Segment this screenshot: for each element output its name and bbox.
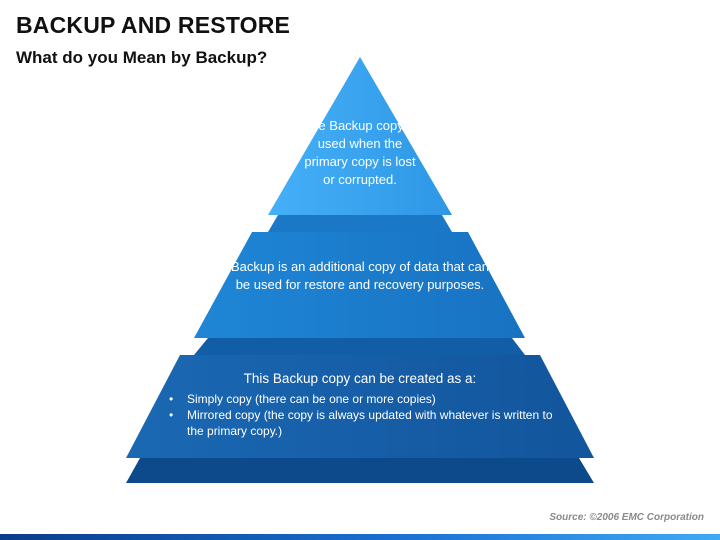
pyramid-tier-1 bbox=[268, 57, 452, 215]
page-title: BACKUP AND RESTORE bbox=[16, 12, 291, 38]
tier-1-text: The Backup copy is used when the primary… bbox=[303, 118, 417, 187]
pyramid-tier-3 bbox=[126, 355, 594, 458]
tier-3-lead: This Backup copy can be created as a: bbox=[243, 371, 477, 386]
pyramid-tier-3-base bbox=[126, 458, 594, 483]
bullet-item: • Mirrored copy (the copy is always updat… bbox=[165, 407, 555, 439]
bullet-dot-icon: • bbox=[169, 392, 174, 406]
source-citation: Source: ©2006 EMC Corporation bbox=[549, 512, 704, 523]
pyramid-tier-2 bbox=[194, 232, 525, 338]
bullet-dot-icon: • bbox=[169, 408, 174, 422]
bullet-text: Simply copy (there can be one or more co… bbox=[187, 392, 436, 406]
bullet-item: • Simply copy (there can be one or more c… bbox=[165, 391, 555, 407]
tier-3-text: This Backup copy can be created as a: • S… bbox=[165, 370, 555, 439]
tier-3-bullets: • Simply copy (there can be one or more c… bbox=[165, 391, 555, 439]
pyramid-tier-2-base bbox=[194, 338, 525, 355]
tier-2-text: Backup is an additional copy of data tha… bbox=[230, 259, 489, 292]
page-subtitle: What do you Mean by Backup? bbox=[16, 48, 268, 67]
pyramid-tier-1-base bbox=[268, 215, 452, 232]
footer-bar bbox=[0, 534, 720, 540]
bullet-text: Mirrored copy (the copy is always update… bbox=[187, 408, 553, 438]
